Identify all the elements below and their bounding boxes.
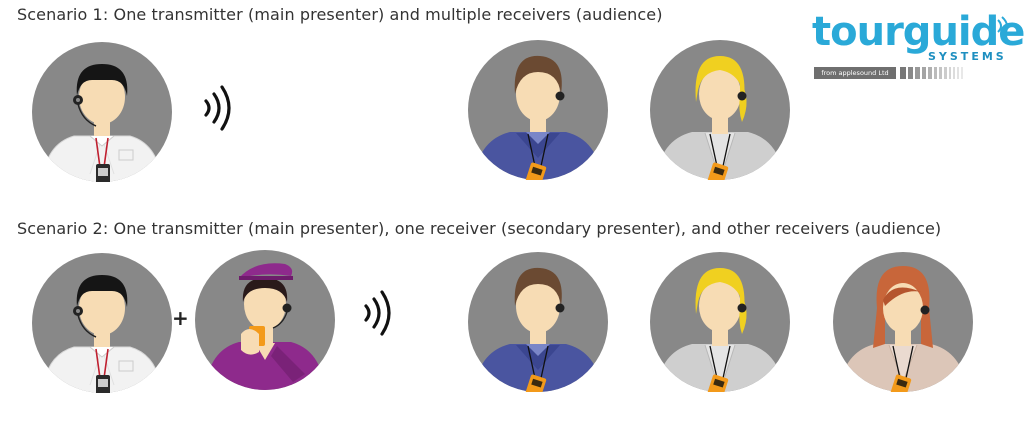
broadcast-waves-icon: [202, 83, 242, 133]
person-avatar-icon: [32, 42, 172, 182]
person-avatar-icon: [195, 250, 335, 390]
main-presenter-transmitter-avatar: [32, 42, 172, 182]
logo-brand-text: tourguide: [812, 9, 1024, 55]
person-avatar-icon: [468, 252, 608, 392]
broadcast-waves-icon-2: [362, 288, 402, 338]
tourguide-systems-logo: tourguide SYSTEMS from applesound Ltd: [810, 10, 1024, 88]
signal-icon: [997, 16, 1008, 36]
logo-systems-text: SYSTEMS: [928, 50, 1007, 63]
main-presenter-transmitter-avatar-2: [32, 253, 172, 393]
plus-sign: +: [172, 306, 189, 330]
person-avatar-icon: [468, 40, 608, 180]
audience-receiver-female-avatar: [650, 40, 790, 180]
audience-receiver-female-avatar-3: [833, 252, 973, 392]
logo-tagline: from applesound Ltd: [814, 67, 896, 79]
logo-stripes: [900, 67, 963, 79]
audience-receiver-male-avatar-2: [468, 252, 608, 392]
person-avatar-icon: [833, 252, 973, 392]
audience-receiver-male-avatar: [468, 40, 608, 180]
scenario-2-heading: Scenario 2: One transmitter (main presen…: [17, 219, 942, 238]
person-avatar-icon: [32, 253, 172, 393]
secondary-presenter-receiver-avatar: [195, 250, 335, 390]
audience-receiver-female-avatar-2: [650, 252, 790, 392]
scenario-1-heading: Scenario 1: One transmitter (main presen…: [17, 5, 663, 24]
person-avatar-icon: [650, 252, 790, 392]
person-avatar-icon: [650, 40, 790, 180]
